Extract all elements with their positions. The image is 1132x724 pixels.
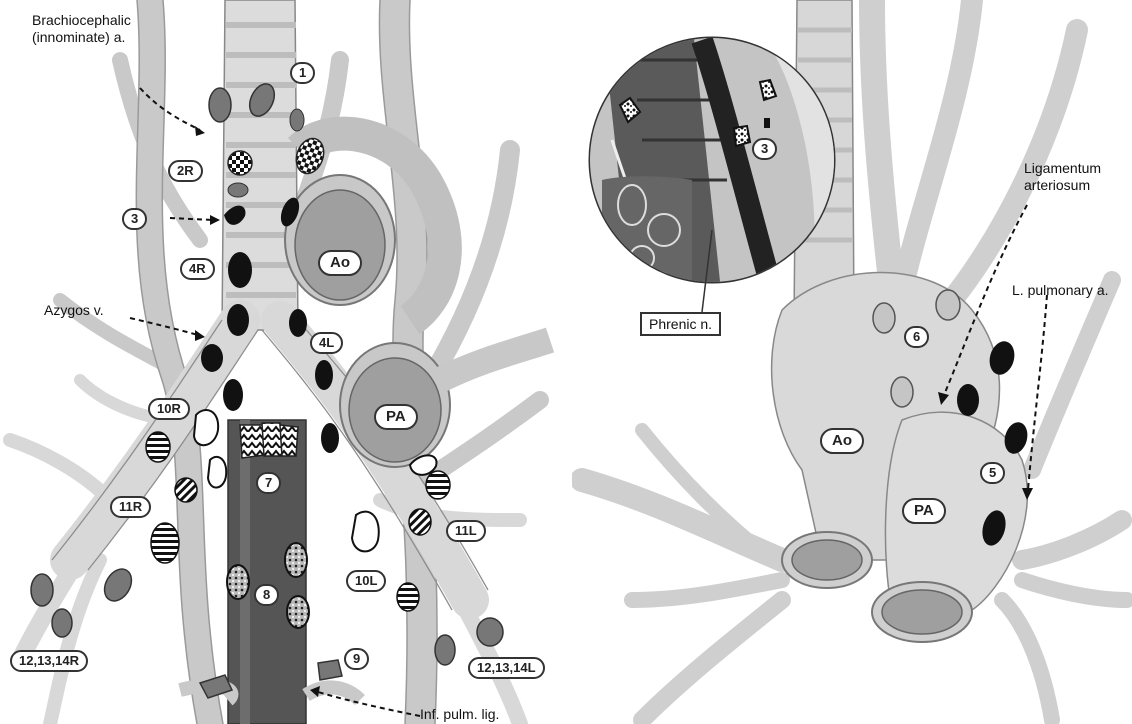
right-station-tag-6: 6	[904, 326, 929, 348]
lymph-nodes-station-7	[240, 423, 298, 458]
station-tag-4R: 4R	[180, 258, 215, 280]
station-tag-11R: 11R	[110, 496, 151, 518]
right-station-tag-5: 5	[980, 462, 1005, 484]
station-tag-12-13-14R: 12,13,14R	[10, 650, 88, 672]
ligamentum-label-line2: arteriosum	[1024, 177, 1101, 194]
brachiocephalic-label-line1: Brachiocephalic	[32, 12, 131, 29]
ligamentum-arteriosum-label: Ligamentum arteriosum	[1024, 160, 1101, 194]
station-tag-10L: 10L	[346, 570, 386, 592]
aorta-tag: Ao	[318, 250, 362, 276]
ligamentum-label-line1: Ligamentum	[1024, 160, 1101, 177]
station-tag-8: 8	[254, 584, 279, 606]
station-tag-7: 7	[256, 472, 281, 494]
station-tag-4L: 4L	[310, 332, 343, 354]
station-tag-12-13-14L: 12,13,14L	[468, 657, 545, 679]
station-tag-11L: 11L	[446, 520, 486, 542]
inf-pulm-lig-label: Inf. pulm. lig.	[420, 706, 499, 723]
right-anatomy-drawing	[572, 0, 1132, 724]
brachiocephalic-label: Brachiocephalic (innominate) a.	[32, 12, 131, 46]
station-tag-9: 9	[344, 648, 369, 670]
station-tag-10R: 10R	[148, 398, 190, 420]
right-aorta-tag: Ao	[820, 428, 864, 454]
left-pulmonary-artery-label: L. pulmonary a.	[1012, 282, 1109, 299]
right-pulmonary-artery-tag: PA	[902, 498, 946, 524]
pulmonary-artery-tag: PA	[374, 404, 418, 430]
station-tag-1: 1	[290, 62, 315, 84]
station-tag-3: 3	[122, 208, 147, 230]
phrenic-nerve-label: Phrenic n.	[640, 312, 721, 336]
right-station-tag-3: 3	[752, 138, 777, 160]
left-diagram-panel: Brachiocephalic (innominate) a. Azygos v…	[0, 0, 560, 724]
brachiocephalic-label-line2: (innominate) a.	[32, 29, 131, 46]
right-diagram-panel: 3 6 5 Ao PA Ligamentum arteriosum L. pul…	[572, 0, 1132, 724]
azygos-label: Azygos v.	[44, 302, 104, 319]
left-anatomy-drawing	[0, 0, 560, 724]
station-tag-2R: 2R	[168, 160, 203, 182]
